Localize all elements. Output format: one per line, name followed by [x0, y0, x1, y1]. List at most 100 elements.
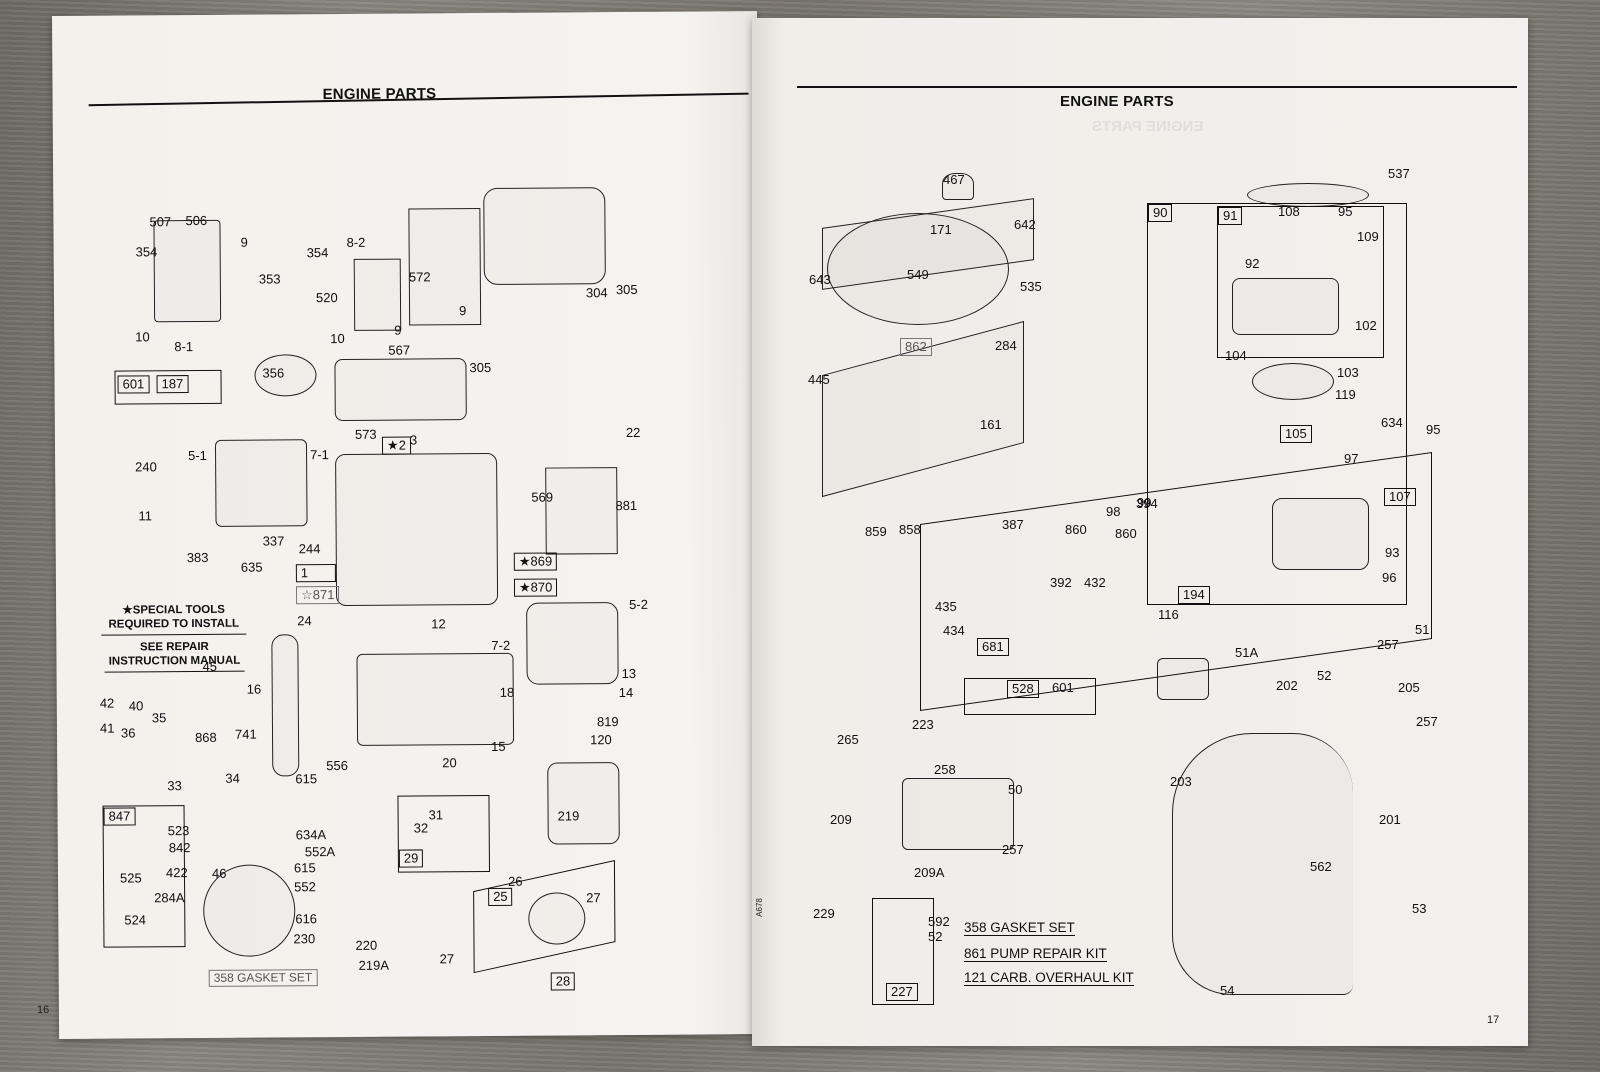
- callout-label: 96: [1382, 570, 1397, 585]
- callout-label: 92: [1245, 256, 1260, 271]
- blower-housing-drawing: [153, 219, 222, 323]
- callout-label: 525: [119, 870, 142, 886]
- callout-label: 54: [1220, 983, 1235, 998]
- callout-label: 337: [262, 533, 285, 549]
- tag-29: 29: [398, 849, 424, 868]
- callout-label: 615: [293, 860, 316, 876]
- callout-label: 202: [1276, 678, 1298, 693]
- tag-528: 528: [1007, 680, 1039, 699]
- callout-label: 616: [295, 911, 318, 927]
- callout-label: 562: [1310, 859, 1332, 874]
- piston-kit-box: [473, 859, 616, 974]
- cylinder-head-drawing: [526, 602, 619, 685]
- tag-25: 25: [488, 887, 513, 907]
- callout-label: 223: [912, 717, 934, 732]
- callout-label: 20: [442, 755, 457, 771]
- callout-label: 634: [1381, 415, 1403, 430]
- bleed-through-text: ENGINE PARTS: [1092, 118, 1204, 135]
- governor-control-drawing: [902, 778, 1014, 850]
- callout-label: 535: [1020, 279, 1042, 294]
- callout-label: 109: [1357, 229, 1379, 244]
- callout-label: 643: [809, 272, 831, 287]
- callout-label: 356: [262, 365, 285, 381]
- tag-869: ★869: [513, 552, 558, 572]
- callout-label: 507: [149, 214, 172, 230]
- tag-681: 681: [977, 638, 1009, 657]
- callout-label: 51A: [1235, 645, 1259, 660]
- callout-label: 120: [590, 732, 612, 748]
- callout-label: 506: [185, 212, 208, 229]
- spacer-drawing: [1157, 658, 1209, 700]
- callout-label: 520: [315, 290, 338, 306]
- carb-lower-body-drawing: [1272, 498, 1369, 570]
- callout-label: 567: [388, 342, 411, 358]
- callout-label: 3: [409, 432, 418, 448]
- pump-repair-kit: 861 PUMP REPAIR KIT: [964, 946, 1107, 962]
- tag-107: 107: [1384, 488, 1416, 507]
- callout-label: 11: [138, 508, 153, 524]
- tag-194: 194: [1178, 586, 1210, 605]
- callout-label: 51: [1415, 622, 1430, 637]
- governor-drawing: [547, 762, 620, 845]
- callout-label: 819: [596, 714, 619, 730]
- callout-label: 354: [135, 244, 158, 260]
- callout-label: 8-1: [174, 339, 194, 355]
- callout-label: 32: [413, 820, 429, 836]
- callout-label: 7-2: [491, 637, 511, 653]
- callout-label: 53: [1412, 901, 1427, 916]
- callout-label: 34: [225, 770, 240, 786]
- callout-label: 432: [1084, 575, 1106, 590]
- callout-label: 858: [899, 522, 921, 537]
- callout-label: 244: [298, 541, 321, 557]
- callout-label: 93: [1385, 545, 1400, 560]
- callout-label: 10: [330, 330, 345, 347]
- breather-drawing: [353, 258, 402, 331]
- callout-label: 31: [428, 807, 444, 823]
- callout-label: 27: [439, 951, 455, 967]
- callout-label: 860: [1065, 522, 1087, 537]
- callout-label: 434: [943, 623, 965, 638]
- callout-label: 592: [928, 914, 950, 929]
- callout-label: 102: [1355, 318, 1377, 333]
- callout-label: 119: [1335, 387, 1356, 402]
- cover-plate-drawing: [545, 467, 618, 555]
- callout-label: 9: [459, 303, 467, 319]
- callout-label: 7-1: [310, 447, 329, 463]
- tag-105: 105: [1280, 425, 1312, 444]
- callout-label: 103: [1337, 365, 1359, 380]
- callout-label: 10: [135, 329, 150, 345]
- tag-187: 187: [156, 375, 189, 394]
- callout-label: 304: [585, 285, 608, 301]
- callout-label: 257: [1416, 714, 1438, 729]
- throttle-kit-box: [872, 898, 934, 1005]
- callout-label: 205: [1398, 680, 1420, 695]
- callout-label: 201: [1379, 812, 1401, 827]
- special-tools-note: ★SPECIAL TOOLS REQUIRED TO INSTALL: [101, 602, 247, 636]
- cylinder-shield-drawing: [408, 208, 482, 326]
- callout-label: 284: [995, 338, 1017, 353]
- left-page: ENGINE PARTS 601 187 ★2 1 ☆871 ★869 ★870…: [37, 11, 765, 1039]
- pump-kit-box: [920, 452, 1432, 711]
- tag-91: 91: [1218, 207, 1243, 226]
- callout-label: 95: [1426, 422, 1441, 437]
- crankshaft-drawing: [271, 634, 300, 777]
- housing-cover-drawing: [483, 187, 606, 285]
- fuel-line-box: [964, 678, 1096, 715]
- callout-label: 569: [531, 489, 554, 505]
- callout-label: 33: [167, 778, 182, 794]
- callout-label: 18: [499, 684, 515, 700]
- callout-label: 549: [907, 267, 929, 282]
- callout-label: 284A: [154, 890, 185, 906]
- callout-label: 257: [1377, 637, 1399, 652]
- callout-label: 240: [135, 459, 157, 475]
- callout-label: 435: [935, 599, 957, 614]
- tag-star-2: ★2: [381, 436, 411, 456]
- callout-label: 265: [837, 732, 859, 747]
- callout-label: 573: [354, 426, 377, 442]
- callout-label: 104: [1225, 348, 1247, 363]
- callout-label: 220: [355, 937, 378, 953]
- callout-label: 387: [1002, 517, 1024, 532]
- right-page: ENGINE PARTS ENGINE PARTS 90 91 862 105 …: [752, 18, 1528, 1046]
- float-drawing: [1252, 363, 1334, 400]
- page-number: 16: [36, 1004, 50, 1017]
